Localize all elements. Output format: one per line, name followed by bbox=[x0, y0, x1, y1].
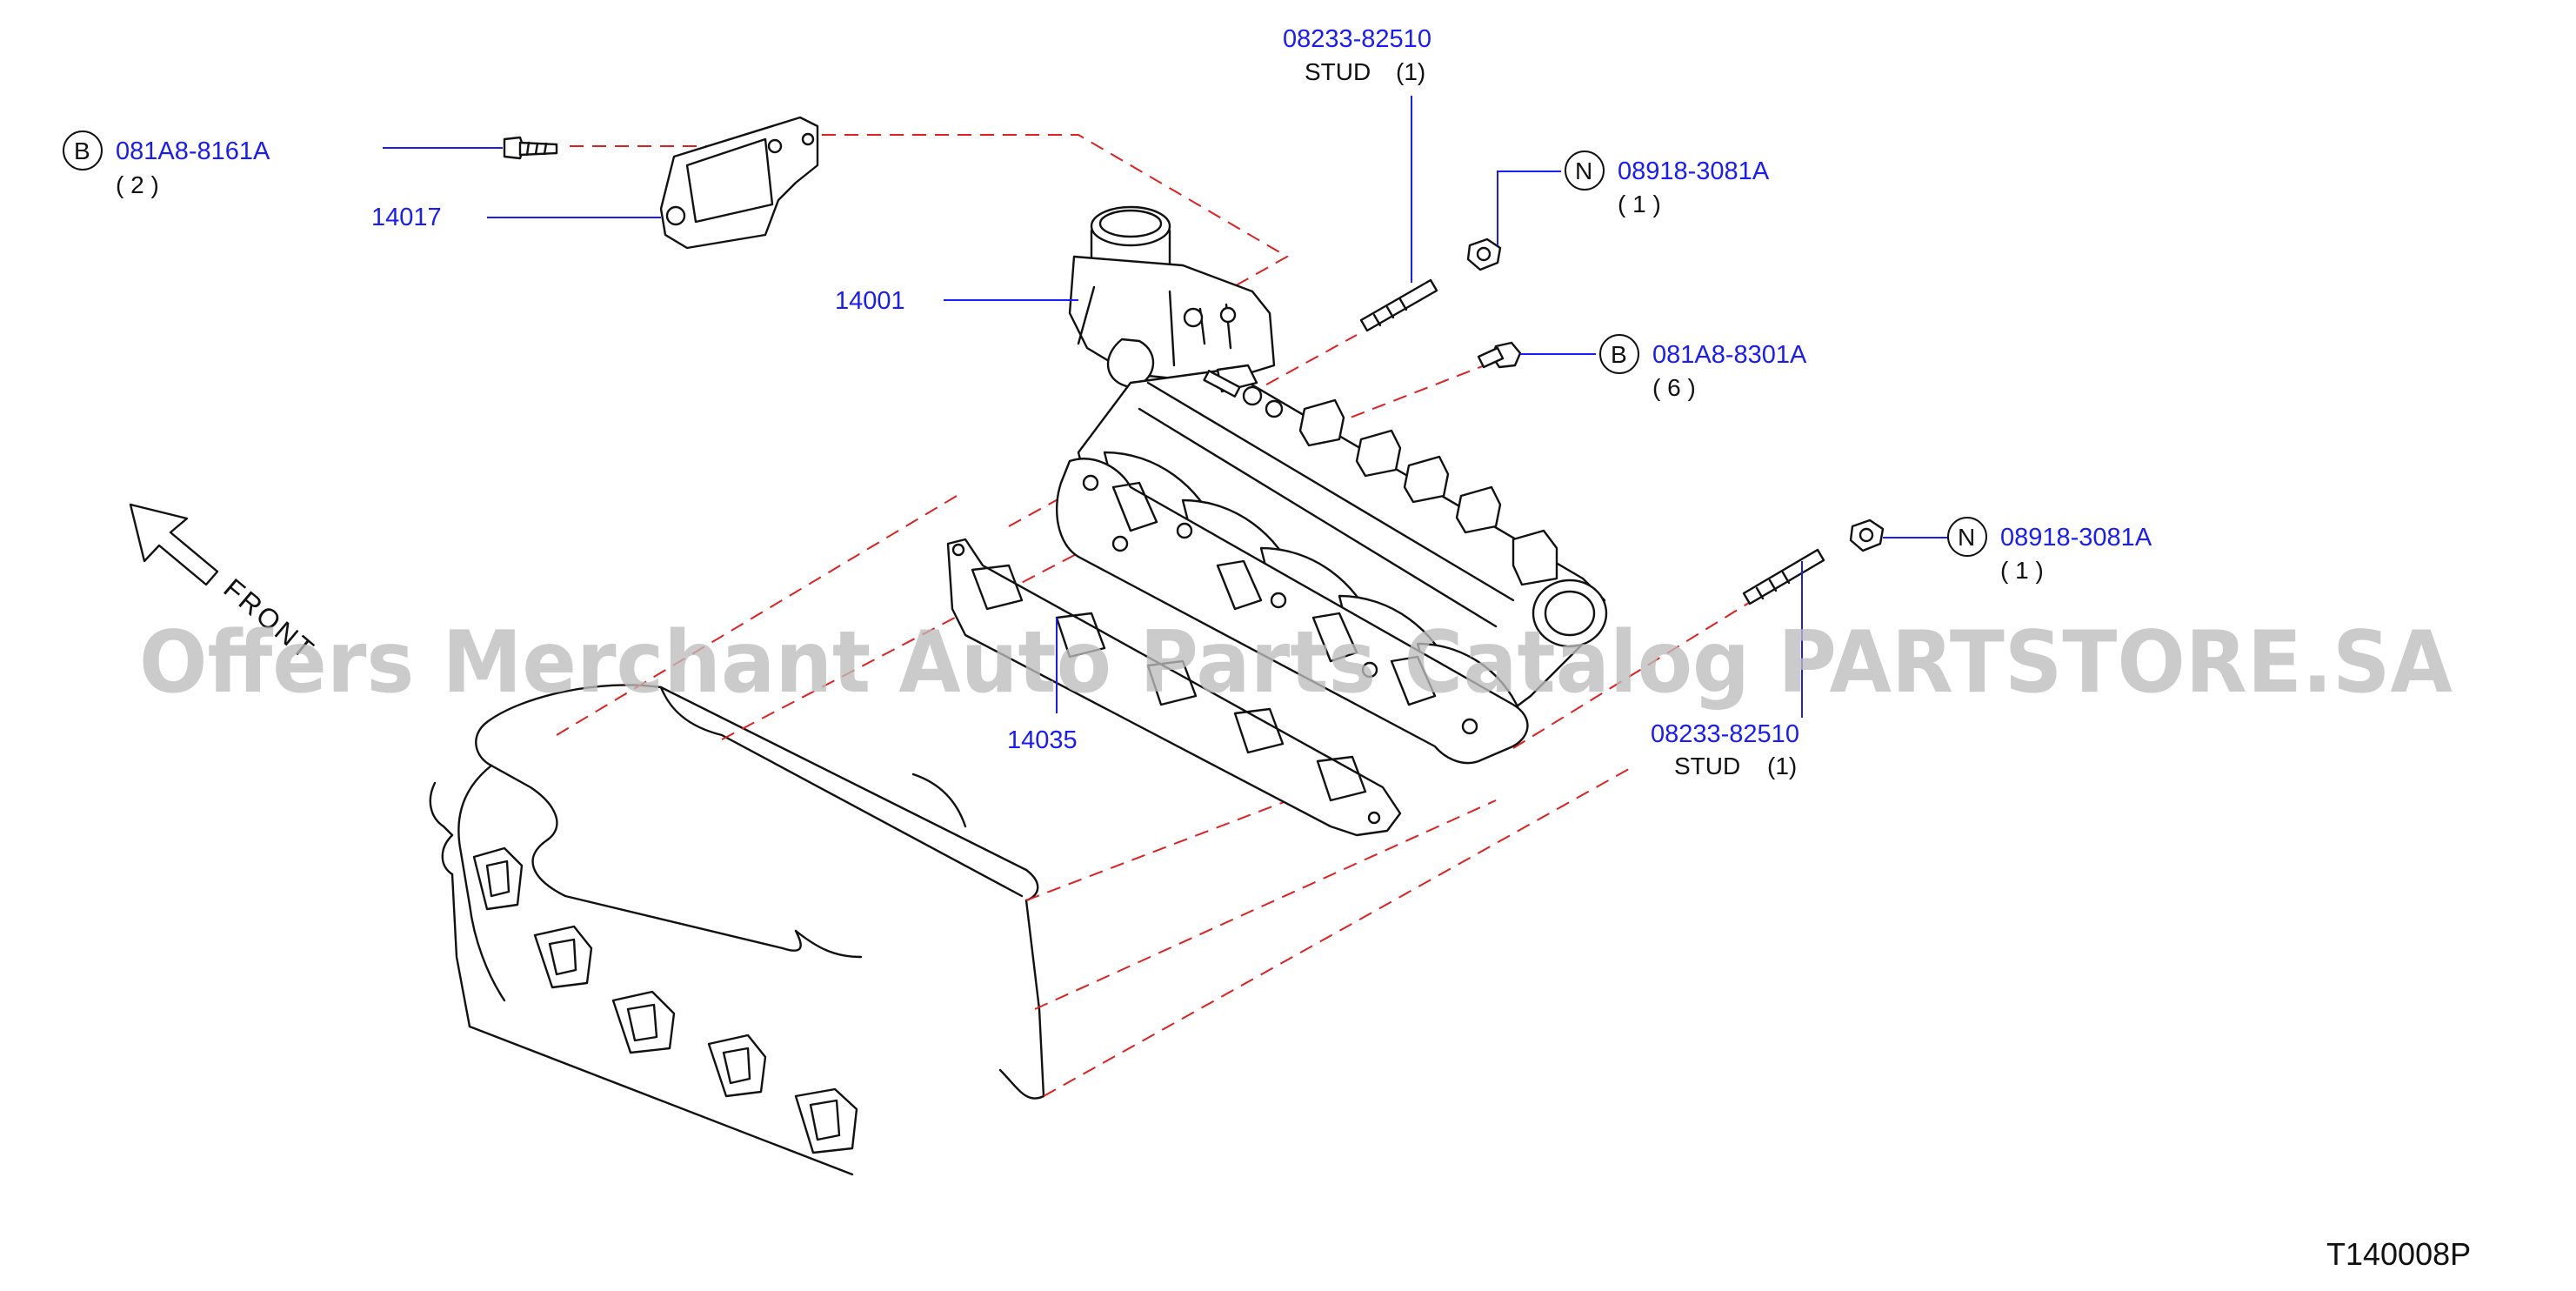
stud-bottom-08233-82510 bbox=[1742, 548, 1825, 605]
stud-top-code[interactable]: 08233-82510 bbox=[1283, 25, 1431, 53]
stud-bottom-qty: (1) bbox=[1767, 753, 1797, 779]
gasket-code[interactable]: 14035 bbox=[1007, 726, 1078, 754]
bolt-right-qty: ( 6 ) bbox=[1652, 374, 1696, 401]
nut-top-08918-3081A bbox=[1466, 237, 1502, 271]
stud-top-qty: (1) bbox=[1396, 58, 1425, 85]
leader-lines bbox=[383, 96, 1948, 718]
bolt-left-badge: B bbox=[63, 130, 103, 171]
bolt-right-badge: B bbox=[1599, 334, 1639, 374]
stud-bottom-code[interactable]: 08233-82510 bbox=[1651, 720, 1799, 748]
bolt-081A8-8301A bbox=[1477, 341, 1522, 369]
nut-right-08918-3081A bbox=[1849, 518, 1885, 552]
nut-right-code[interactable]: 08918-3081A bbox=[2000, 524, 2152, 552]
manifold-code[interactable]: 14001 bbox=[835, 287, 905, 315]
bolt-right-code[interactable]: 081A8-8301A bbox=[1652, 341, 1807, 369]
nut-top-qty: ( 1 ) bbox=[1618, 191, 1661, 217]
bracket-14017 bbox=[659, 116, 819, 250]
bolt-left-code[interactable]: 081A8-8161A bbox=[116, 137, 270, 165]
gasket-14035 bbox=[946, 538, 1402, 837]
nut-top-badge: N bbox=[1565, 151, 1605, 191]
intake-manifold-14001 bbox=[1056, 205, 1608, 765]
watermark: Offers Merchant Auto Parts Catalog PARTS… bbox=[139, 613, 2453, 712]
diagram-reference: T140008P bbox=[2326, 1236, 2471, 1272]
bolt-right-badge-letter: B bbox=[1611, 341, 1627, 368]
stud-top-08233-82510 bbox=[1359, 278, 1438, 332]
nut-right-badge-letter: N bbox=[1958, 524, 1975, 551]
nut-right-qty: ( 1 ) bbox=[2000, 557, 2044, 584]
nut-top-code[interactable]: 08918-3081A bbox=[1618, 157, 1770, 185]
nut-right-badge: N bbox=[1947, 517, 1987, 557]
stud-top-desc: STUD bbox=[1305, 58, 1371, 85]
stud-bottom-desc: STUD bbox=[1674, 753, 1740, 779]
bolt-left-badge-letter: B bbox=[74, 137, 90, 164]
bracket-code[interactable]: 14017 bbox=[371, 204, 442, 231]
engine-cylinder-head bbox=[429, 684, 1045, 1176]
bolt-left-qty: ( 2 ) bbox=[116, 171, 159, 198]
nut-top-badge-letter: N bbox=[1575, 157, 1592, 184]
bolt-081A8-8161A bbox=[503, 136, 558, 160]
